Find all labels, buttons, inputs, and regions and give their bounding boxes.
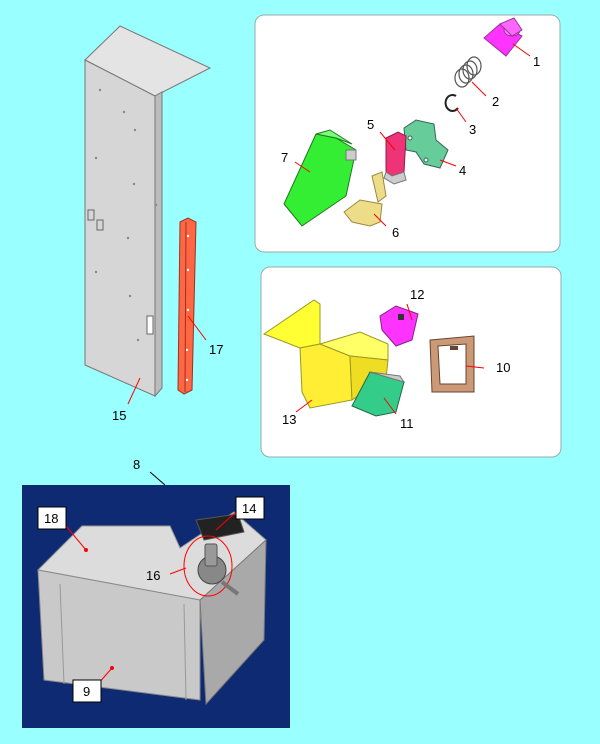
callout-17: 17 — [209, 342, 223, 357]
callout-3: 3 — [469, 122, 476, 137]
plate-part-5 — [383, 131, 407, 185]
frame-part-10 — [429, 335, 475, 393]
callout-8: 8 — [133, 457, 140, 472]
cylinder-part-1 — [483, 17, 523, 57]
housing-part-7 — [283, 129, 357, 227]
housing-assembly-panel — [260, 266, 562, 458]
callout-14: 14 — [242, 501, 256, 516]
callout-7: 7 — [281, 150, 288, 165]
back-panel-part-15 — [84, 25, 212, 398]
bracket-part-4 — [403, 119, 449, 169]
callout-4: 4 — [459, 163, 466, 178]
callout-11: 11 — [400, 416, 414, 431]
callout-5: 5 — [367, 117, 374, 132]
callout-18: 18 — [44, 511, 58, 526]
callout-13: 13 — [282, 412, 296, 427]
bracket-part-6 — [343, 171, 387, 227]
tray-part-11 — [351, 371, 406, 417]
callout-10: 10 — [496, 360, 510, 375]
callout-9: 9 — [83, 684, 90, 699]
callout-16: 16 — [146, 568, 160, 583]
housing-part-13 — [262, 299, 389, 409]
lock-mechanism-panel — [254, 14, 561, 253]
rail-part-17 — [177, 217, 197, 395]
callout-15: 15 — [112, 408, 126, 423]
callout-1: 1 — [533, 54, 540, 69]
callout-12: 12 — [410, 287, 424, 302]
callout-2: 2 — [492, 94, 499, 109]
ring-part-3 — [444, 93, 459, 112]
cash-box-photo — [22, 471, 290, 728]
plate-part-12 — [379, 305, 419, 347]
callout-6: 6 — [392, 225, 399, 240]
spring-part-2 — [454, 56, 482, 88]
